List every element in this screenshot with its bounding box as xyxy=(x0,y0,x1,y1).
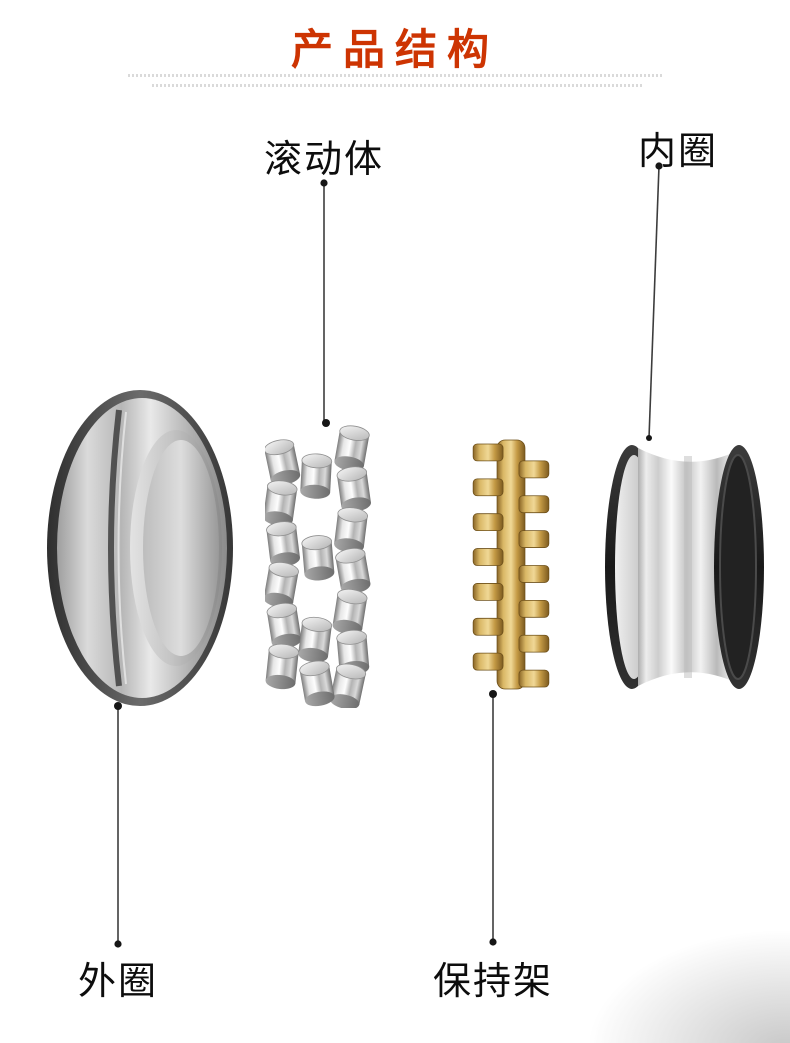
leader-inner-ring xyxy=(646,162,663,441)
label-rolling-elements: 滚动体 xyxy=(264,139,385,181)
label-cage: 保持架 xyxy=(433,961,554,1003)
cage-graphic xyxy=(472,439,550,690)
outer-ring-graphic xyxy=(47,390,233,706)
fine-print-line-1 xyxy=(128,74,664,77)
leader-outer-ring xyxy=(114,702,122,948)
rolling-elements-graphic xyxy=(261,423,373,713)
label-outer-ring: 外圈 xyxy=(78,961,159,1003)
cage-image xyxy=(458,438,563,697)
outer-ring-image xyxy=(45,388,235,713)
fine-print-line-2 xyxy=(152,84,642,87)
rolling-elements-image xyxy=(261,423,395,713)
inner-ring-image xyxy=(598,438,766,701)
corner-shading xyxy=(560,913,790,1043)
label-inner-ring: 内圈 xyxy=(638,131,719,173)
inner-ring-graphic xyxy=(605,445,764,689)
page-title: 产品结构 xyxy=(290,26,499,73)
leader-rolling-elements xyxy=(320,179,330,427)
leader-cage xyxy=(489,690,497,946)
